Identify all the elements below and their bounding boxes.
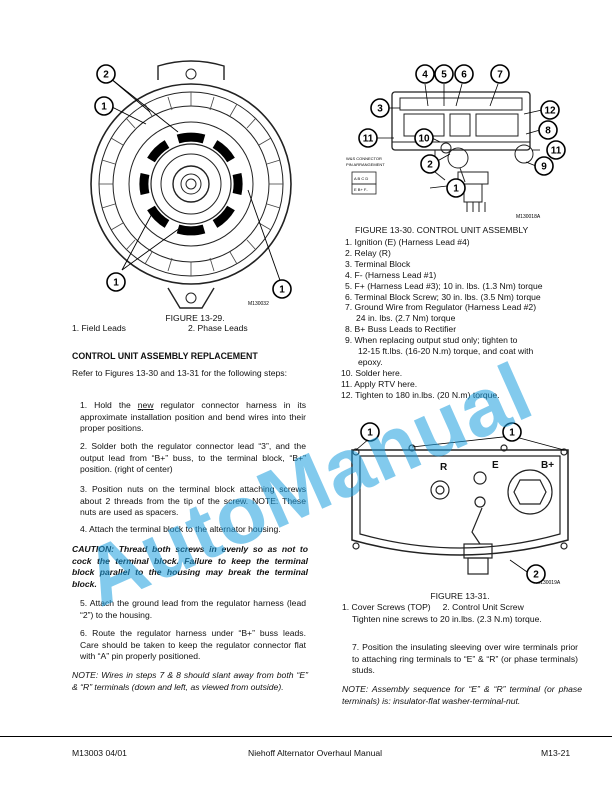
legend-item: 8. B+ Buss Leads to Rectifier bbox=[345, 324, 457, 335]
terminal-bplus-label: B+ bbox=[541, 460, 555, 471]
callout-1: 1 bbox=[367, 428, 373, 439]
step-4: 4. Attach the terminal block to the alte… bbox=[80, 524, 281, 534]
callout-3: 3 bbox=[377, 104, 383, 115]
figure-13-30-caption: FIGURE 13-30. CONTROL UNIT ASSEMBLY bbox=[355, 225, 529, 235]
legend-item: 5. F+ (Harness Lead #3); 10 in. lbs. (1.… bbox=[345, 280, 543, 291]
terminal-r-label: R bbox=[440, 462, 448, 473]
footer-page-number: M13-21 bbox=[541, 748, 571, 758]
callout-6: 6 bbox=[461, 70, 467, 81]
connector-title-2: PIN ARRANGEMENT bbox=[346, 162, 385, 167]
callout-1: 1 bbox=[453, 184, 459, 195]
legend-item: 6. Terminal Block Screw; 30 in. lbs. (3.… bbox=[345, 291, 541, 302]
callout-1: 1 bbox=[113, 278, 119, 289]
footer-doc-code: M13003 04/01 bbox=[72, 748, 127, 758]
figure-13-30-callouts: 4 5 6 7 3 12 11 10 8 11 2 9 1 bbox=[358, 64, 566, 198]
legend-item: 7. Ground Wire from Regulator (Harness L… bbox=[345, 302, 537, 313]
figure-13-30-legend: 1. Ignition (E) (Harness Lead #4) 2. Rel… bbox=[341, 237, 585, 401]
figure-13-29-code: M130032 bbox=[248, 301, 269, 307]
callout-11: 11 bbox=[551, 146, 562, 157]
section-intro: Refer to Figures 13-30 and 13-31 for the… bbox=[72, 368, 287, 378]
figure-13-31-legend-2: Tighten nine screws to 20 in.lbs. (2.3 N… bbox=[352, 614, 542, 624]
legend-item: 3. Terminal Block bbox=[345, 258, 411, 269]
legend-item: 4. F- (Harness Lead #1) bbox=[345, 269, 437, 280]
connector-pins-top: A B C D bbox=[354, 176, 368, 181]
footer-title: Niehoff Alternator Overhaul Manual bbox=[248, 748, 383, 758]
callout-4: 4 bbox=[422, 70, 428, 81]
legend-item: 11. Apply RTV here. bbox=[341, 378, 418, 389]
note-wires: NOTE: Wires in steps 7 & 8 should slant … bbox=[72, 670, 308, 692]
callout-2: 2 bbox=[427, 160, 433, 171]
step-1: 1. Hold the new regulator connector harn… bbox=[80, 400, 307, 434]
callout-11: 11 bbox=[363, 134, 374, 145]
legend-item: 9. When replacing output stud only; tigh… bbox=[345, 335, 518, 346]
callout-5: 5 bbox=[441, 70, 447, 81]
step-6: 6. Route the regulator harness under “B+… bbox=[80, 628, 306, 662]
connector-title-1: W&S CONNECTOR bbox=[346, 156, 382, 161]
figure-13-31-code: M130019A bbox=[536, 580, 561, 586]
figure-13-29-caption: FIGURE 13-29. bbox=[165, 313, 225, 323]
figure-13-31-caption: FIGURE 13-31. bbox=[430, 591, 490, 601]
terminal-e-label: E bbox=[492, 460, 499, 471]
figure-13-30-code: M130018A bbox=[516, 214, 541, 220]
callout-8: 8 bbox=[545, 126, 551, 137]
footer-rule bbox=[0, 736, 612, 737]
legend-item: 12. Tighten to 180 in.lbs. (20 N.m) torq… bbox=[341, 389, 500, 400]
figure-13-29-callouts: 2 1 1 1 bbox=[94, 64, 292, 299]
step-3: 3. Position nuts on the terminal block a… bbox=[80, 484, 306, 518]
legend-item: 1. Ignition (E) (Harness Lead #4) bbox=[345, 237, 470, 247]
legend-item: 2. Relay (R) bbox=[345, 247, 391, 258]
figure-13-31-legend-1: 1. Cover Screws (TOP) 2. Control Unit Sc… bbox=[342, 602, 524, 612]
figure-13-30-illustration: W&S CONNECTOR PIN ARRANGEMENT A B C D E … bbox=[346, 83, 543, 220]
legend-item: 10. Solder here. bbox=[341, 367, 403, 378]
callout-1: 1 bbox=[279, 285, 285, 296]
figure-13-31-illustration: M130019A bbox=[351, 435, 569, 586]
legend-item: 24 in. lbs. (2.7 Nm) torque bbox=[356, 313, 456, 324]
callout-2: 2 bbox=[103, 70, 109, 81]
callout-12: 12 bbox=[544, 106, 556, 117]
note-assembly-sequence: NOTE: Assembly sequence for “E” & “R” te… bbox=[342, 684, 582, 706]
callout-1: 1 bbox=[509, 428, 515, 439]
connector-pins-bottom: E B+ F- bbox=[354, 187, 368, 192]
callout-9: 9 bbox=[541, 162, 547, 173]
section-heading: CONTROL UNIT ASSEMBLY REPLACEMENT bbox=[72, 351, 258, 361]
legend-item: epoxy. bbox=[358, 356, 383, 367]
callout-10: 10 bbox=[418, 134, 430, 145]
step-2: 2. Solder both the regulator connector l… bbox=[80, 441, 306, 475]
callout-1: 1 bbox=[101, 102, 107, 113]
callout-7: 7 bbox=[497, 70, 503, 81]
figure-13-29-legend-1: 1. Field Leads bbox=[72, 323, 126, 333]
step-7: 7. Position the insulating sleeving over… bbox=[352, 642, 578, 676]
legend-item: 12-15 ft.lbs. (16-20 N.m) torque, and co… bbox=[358, 346, 534, 357]
caution-note: CAUTION: Thread both screws in evenly so… bbox=[72, 544, 308, 589]
step-5: 5. Attach the ground lead from the regul… bbox=[80, 598, 306, 620]
figure-13-29-illustration: M130032 bbox=[90, 60, 292, 309]
figure-13-29-legend-2: 2. Phase Leads bbox=[188, 323, 248, 333]
figure-13-31-callouts: 1 1 2 bbox=[360, 422, 546, 584]
callout-2: 2 bbox=[533, 570, 539, 581]
